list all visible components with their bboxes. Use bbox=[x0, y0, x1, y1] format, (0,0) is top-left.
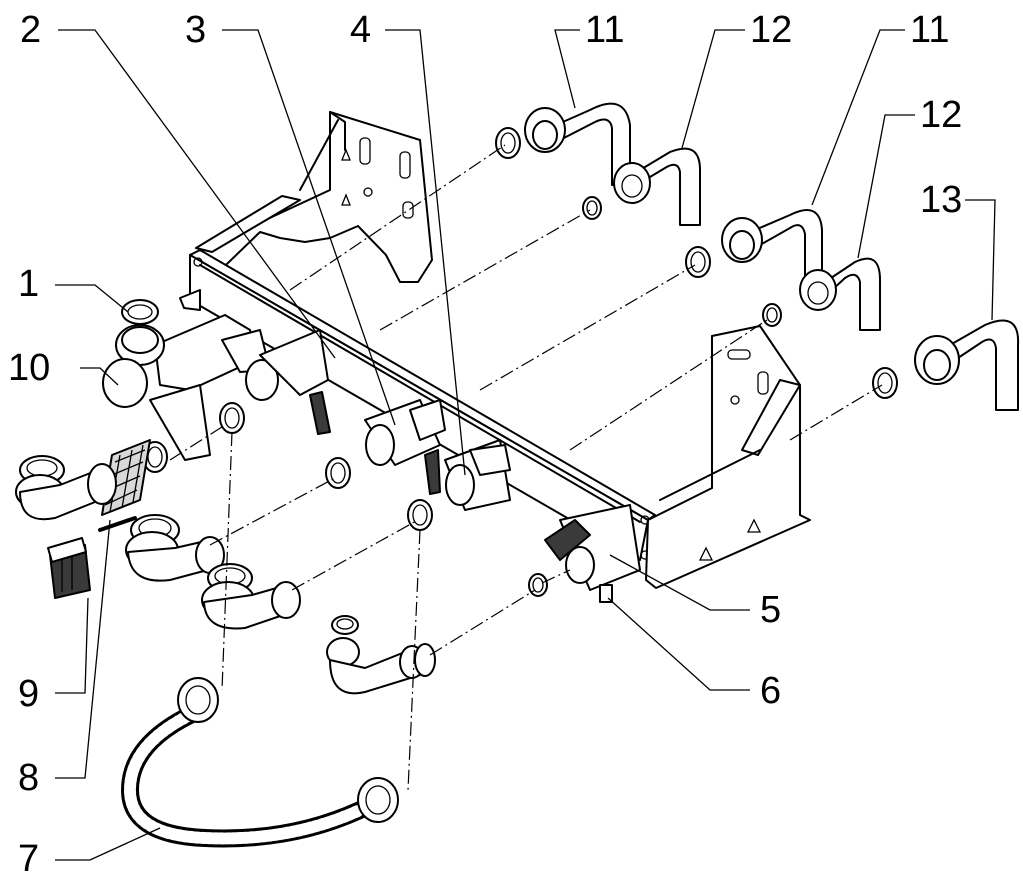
mounting-bracket bbox=[179, 111, 811, 589]
callout-9: 9 bbox=[18, 673, 39, 715]
adapter-9 bbox=[47, 537, 91, 599]
pipe-elbow-12a bbox=[613, 147, 701, 226]
pipe-elbow-13 bbox=[914, 319, 1020, 411]
assembly-centerlines bbox=[169, 144, 883, 791]
elbow-fitting-left bbox=[15, 455, 117, 521]
valve-assembly-4 bbox=[444, 439, 511, 511]
valve-assembly-3 bbox=[364, 399, 446, 495]
elbow-pair-lower bbox=[125, 514, 301, 630]
pipe-elbow-12b bbox=[799, 257, 881, 331]
valve-assembly-1 bbox=[102, 299, 331, 461]
flexible-hose-7 bbox=[120, 677, 399, 848]
pipe-elbow-11b bbox=[721, 209, 823, 286]
callout-1: 1 bbox=[18, 263, 39, 305]
callout-6: 6 bbox=[760, 670, 781, 712]
callout-11-left: 11 bbox=[585, 9, 624, 51]
callout-4: 4 bbox=[350, 9, 371, 51]
callout-8: 8 bbox=[18, 757, 39, 799]
callout-7: 7 bbox=[18, 838, 39, 873]
callout-3: 3 bbox=[185, 9, 206, 51]
elbow-fitting-lower-mid bbox=[326, 615, 436, 695]
callout-11-right: 11 bbox=[910, 9, 949, 51]
pipe-elbow-11a bbox=[524, 102, 631, 186]
valve-assembly-5 bbox=[544, 504, 641, 603]
callout-12-right: 12 bbox=[920, 94, 962, 136]
callout-13: 13 bbox=[920, 179, 962, 221]
callout-12-left: 12 bbox=[750, 9, 792, 51]
leader-lines bbox=[55, 29, 996, 861]
callout-5: 5 bbox=[760, 589, 781, 631]
callout-10: 10 bbox=[8, 347, 50, 389]
callout-2: 2 bbox=[20, 9, 41, 51]
